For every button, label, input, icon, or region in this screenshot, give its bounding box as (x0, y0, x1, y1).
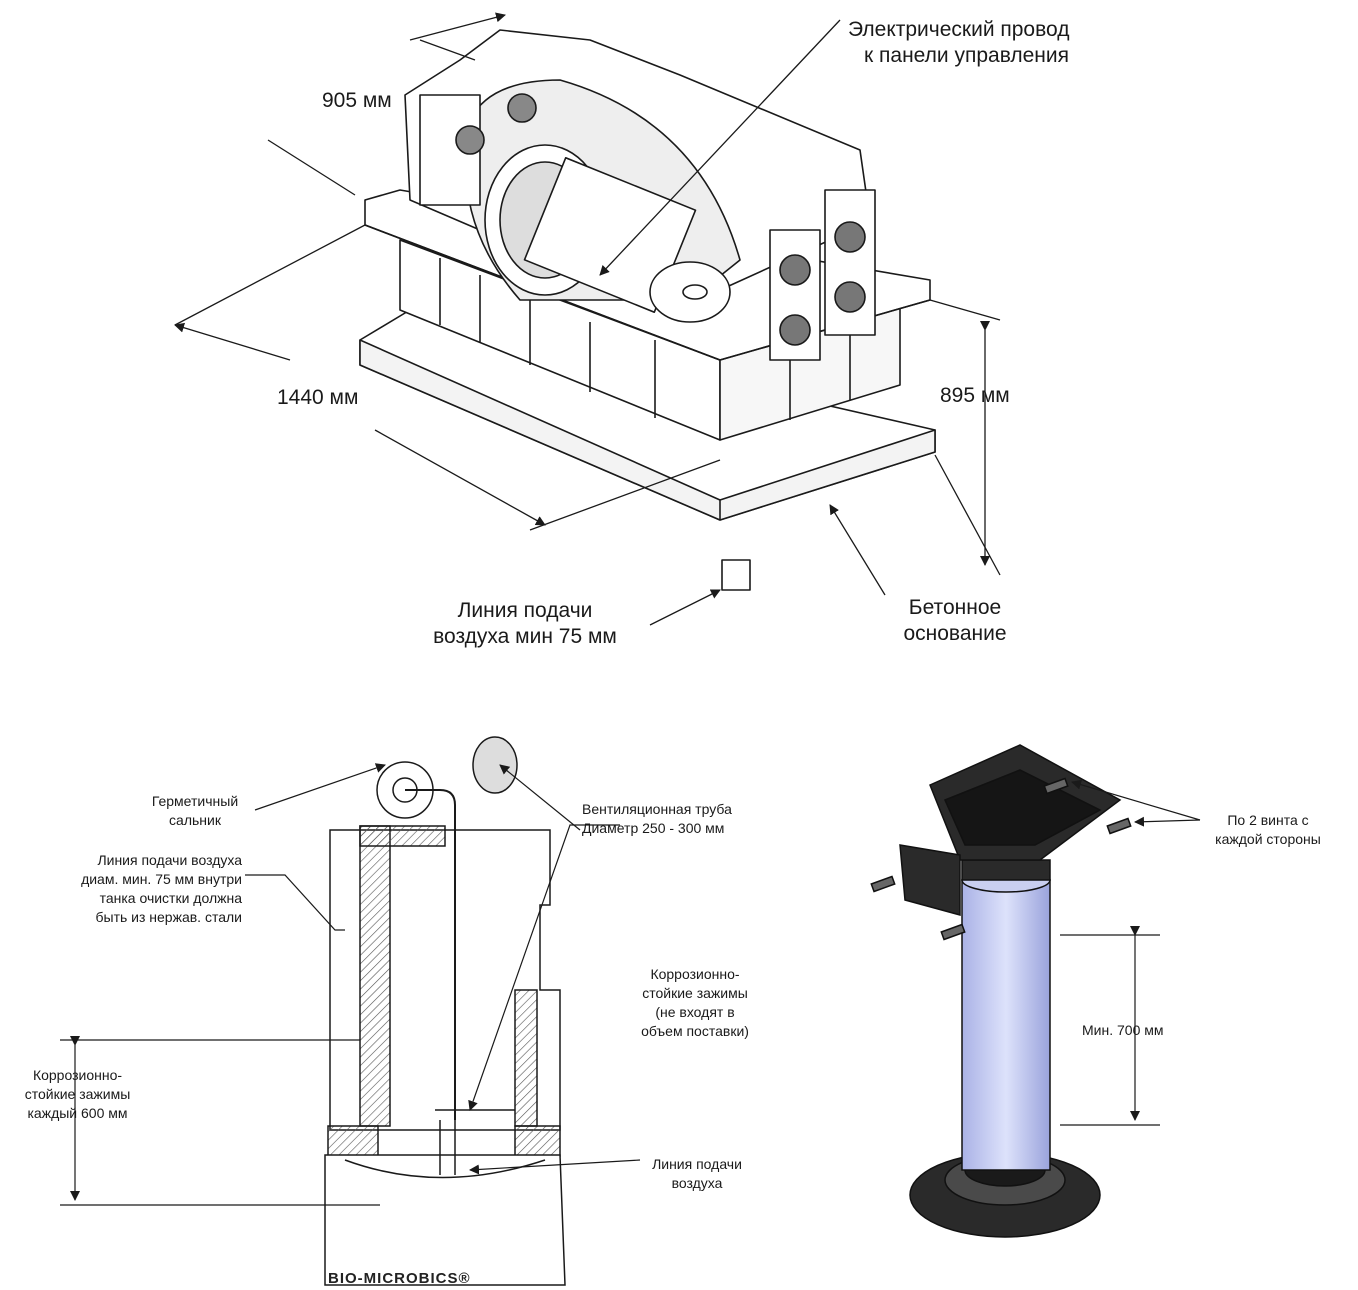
concrete-base-label: Бетонное основание (880, 595, 1030, 648)
screws-label: По 2 винта с каждой стороны (1198, 811, 1338, 849)
min-height-label: Мин. 700 мм (1082, 1022, 1164, 1038)
vent-pipe-label: Вентиляционная труба Диаметр 250 - 300 м… (582, 800, 732, 838)
cable-label: Электрический провод к панели управления (848, 17, 1070, 70)
mount-leader-lines (1060, 779, 1201, 1126)
clamps-every-line1: Коррозионно- (32, 1067, 123, 1083)
concrete-base-line2: основание (903, 622, 1007, 646)
air-supply-label: Линия подачи воздуха мин 75 мм (400, 598, 650, 651)
air-line-line2: воздуха (671, 1175, 723, 1191)
air-line-line1: Линия подачи (652, 1156, 742, 1172)
clamps-label: Коррозионно- стойкие зажимы (не входят в… (610, 965, 780, 1041)
vent-pipe-line1: Вентиляционная труба (582, 801, 732, 817)
clamps-line4: объем поставки) (641, 1023, 749, 1039)
air-inside-line3: танка очистки должна (99, 890, 242, 906)
cable-label-line2: к панели управления (864, 44, 1070, 68)
unit-housing (404, 29, 876, 591)
cable-label-line1: Электрический провод (848, 18, 1070, 41)
seal-line2: сальник (169, 812, 221, 828)
air-line-label: Линия подачи воздуха (632, 1155, 762, 1193)
clamps-every-line2: стойкие зажимы (24, 1086, 131, 1102)
clamps-line2: стойкие зажимы (642, 985, 748, 1001)
clamps-every-line3: каждый 600 мм (27, 1105, 128, 1121)
concrete-base-line1: Бетонное (908, 596, 1002, 619)
treatment-unit-drawing (359, 29, 936, 591)
screws-line2: каждой стороны (1215, 831, 1321, 847)
clamps-every-label: Коррозионно- стойкие зажимы каждый 600 м… (5, 1066, 150, 1123)
dim-width-label: 905 мм (322, 89, 392, 112)
top-dimension-lines (174, 12, 1001, 626)
air-inside-line2: диам. мин. 75 мм внутри (81, 871, 242, 887)
seal-line1: Герметичный (151, 793, 239, 809)
air-inside-line4: быть из нержав. стали (95, 909, 242, 925)
section-leader-lines (60, 763, 641, 1206)
section-drawing (324, 736, 566, 1286)
brand-logo-text: BIO-MICROBICS® (328, 1270, 471, 1287)
clamps-line1: Коррозионно- (650, 966, 740, 982)
air-supply-line2: воздуха мин 75 мм (433, 625, 617, 649)
dim-height-label: 895 мм (940, 384, 1010, 407)
air-inside-line1: Линия подачи воздуха (97, 852, 242, 868)
air-inside-label: Линия подачи воздуха диам. мин. 75 мм вн… (30, 851, 242, 927)
seal-label: Герметичный сальник (120, 792, 270, 830)
screws-line1: По 2 винта с (1227, 812, 1309, 828)
mount-drawing (870, 744, 1132, 1238)
clamps-line3: (не входят в (655, 1004, 735, 1020)
dim-length-label: 1440 мм (277, 386, 359, 409)
air-supply-line1: Линия подачи (457, 599, 593, 622)
vent-pipe-line2: Диаметр 250 - 300 мм (582, 820, 725, 836)
